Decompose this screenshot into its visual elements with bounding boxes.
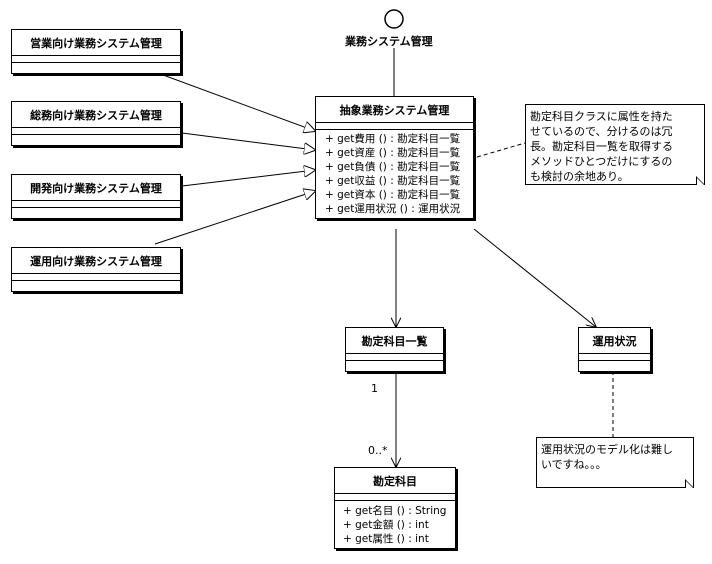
generalization-operations bbox=[154, 191, 315, 245]
class-name: 開発向け業務システム管理 bbox=[12, 175, 180, 201]
class-attributes bbox=[12, 128, 180, 135]
note-anchor-account bbox=[476, 142, 526, 158]
operation: + get資本 () : 勘定科目一覧 bbox=[325, 189, 461, 201]
generalization-development bbox=[181, 170, 315, 187]
interface-circle-icon bbox=[384, 9, 404, 29]
class-operations: + get名目 () : String + get金額 () : int + g… bbox=[335, 501, 455, 548]
class-attributes bbox=[12, 274, 180, 281]
operation: + get収益 () : 勘定科目一覧 bbox=[325, 175, 461, 187]
class-general-affairs[interactable]: 総務向け業務システム管理 bbox=[11, 101, 181, 146]
operation: + get負債 () : 勘定科目一覧 bbox=[325, 161, 461, 173]
class-operations bbox=[346, 361, 443, 371]
class-operations bbox=[12, 208, 180, 218]
operation: + get属性 () : int bbox=[343, 533, 429, 545]
note-account-attributes: 勘定科目クラスに属性を持た せているので、分けるのは冗 長。勘定科目一覧を取得す… bbox=[525, 104, 705, 185]
class-operations bbox=[12, 63, 180, 73]
operation: + get運用状況 () : 運用状況 bbox=[325, 203, 461, 215]
class-account[interactable]: 勘定科目 + get名目 () : String + get金額 () : in… bbox=[334, 467, 456, 549]
class-abstract-business-system[interactable]: 抽象業務システム管理 + get費用 () : 勘定科目一覧 + get資産 (… bbox=[315, 96, 474, 219]
class-attributes bbox=[346, 354, 443, 361]
operation: + get金額 () : int bbox=[343, 519, 429, 531]
generalization-general-affairs bbox=[181, 132, 315, 150]
class-name: 運用向け業務システム管理 bbox=[12, 248, 180, 274]
class-attributes bbox=[316, 123, 473, 130]
association-abstract-to-status bbox=[473, 228, 596, 327]
class-operations bbox=[579, 361, 650, 371]
generalization-sales bbox=[154, 71, 315, 131]
operation: + get費用 () : 勘定科目一覧 bbox=[325, 133, 461, 145]
interface-name: 業務システム管理 bbox=[345, 35, 433, 48]
class-attributes bbox=[12, 201, 180, 208]
note-fold-icon bbox=[696, 176, 705, 185]
class-account-list[interactable]: 勘定科目一覧 bbox=[345, 327, 444, 372]
class-operations bbox=[12, 135, 180, 145]
class-name: 抽象業務システム管理 bbox=[316, 97, 473, 123]
class-attributes bbox=[12, 56, 180, 63]
note-operation-status: 運用状況のモデル化は難し いですね。。。 bbox=[536, 437, 694, 488]
class-sales[interactable]: 営業向け業務システム管理 bbox=[11, 29, 181, 74]
operation: + get名目 () : String bbox=[343, 505, 447, 517]
operation: + get資産 () : 勘定科目一覧 bbox=[325, 147, 461, 159]
class-name: 総務向け業務システム管理 bbox=[12, 102, 180, 128]
multiplicity-target: 0..* bbox=[368, 444, 388, 457]
multiplicity-source: 1 bbox=[371, 382, 378, 395]
class-attributes bbox=[579, 354, 650, 361]
class-name: 勘定科目 bbox=[335, 468, 455, 494]
class-operations-dept[interactable]: 運用向け業務システム管理 bbox=[11, 247, 181, 292]
class-name: 営業向け業務システム管理 bbox=[12, 30, 180, 56]
class-operations bbox=[12, 281, 180, 291]
class-name: 運用状況 bbox=[579, 328, 650, 354]
class-operations: + get費用 () : 勘定科目一覧 + get資産 () : 勘定科目一覧 … bbox=[316, 130, 473, 218]
class-operation-status[interactable]: 運用状況 bbox=[578, 327, 651, 372]
note-text: 運用状況のモデル化は難し いですね。。。 bbox=[541, 443, 673, 471]
note-text: 勘定科目クラスに属性を持た せているので、分けるのは冗 長。勘定科目一覧を取得す… bbox=[530, 110, 673, 183]
class-attributes bbox=[335, 494, 455, 501]
class-name: 勘定科目一覧 bbox=[346, 328, 443, 354]
class-development[interactable]: 開発向け業務システム管理 bbox=[11, 174, 181, 219]
note-fold-icon bbox=[685, 479, 694, 488]
